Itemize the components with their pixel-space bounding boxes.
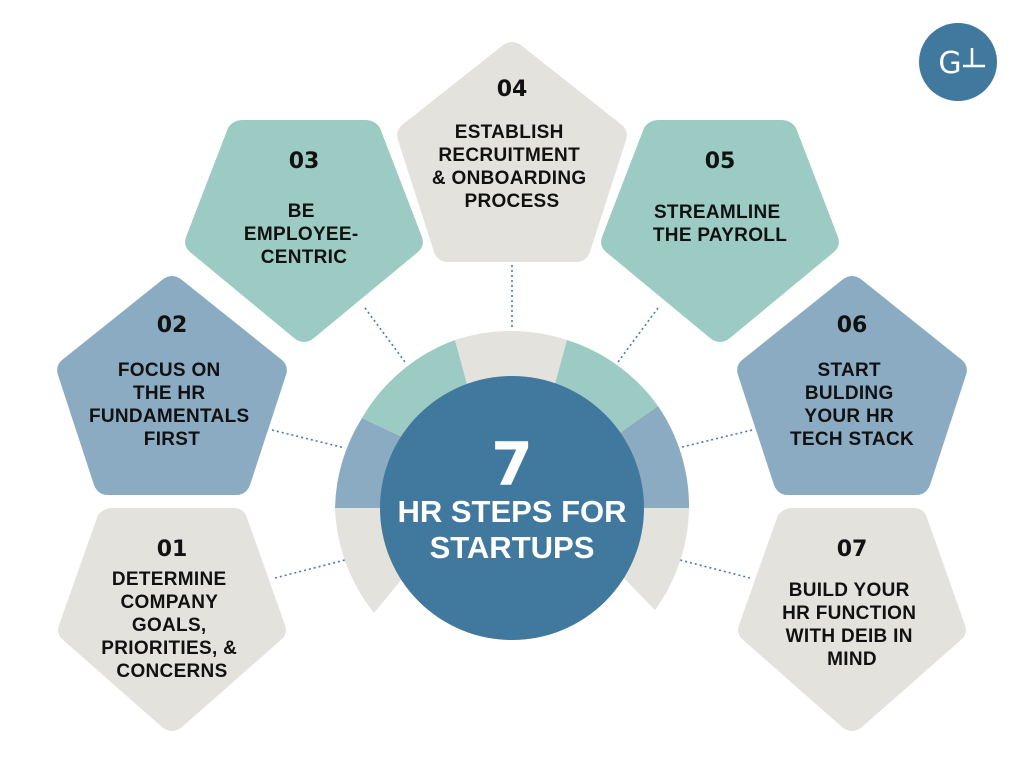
step-06-line: TECH STACK (790, 429, 914, 450)
step-05-number: 05 (705, 149, 736, 174)
step-06: 06 START BULDING YOUR HR TECH STACK (737, 276, 967, 495)
step-01-line: DETERMINE (112, 569, 227, 590)
step-02-pentagon (57, 276, 287, 495)
step-07-line: WITH DEIB IN (786, 626, 913, 647)
logo-circle (919, 23, 997, 101)
connector-03 (364, 307, 406, 363)
connector-02 (271, 429, 346, 449)
step-07-number: 07 (837, 537, 868, 562)
step-01-line: CONCERNS (116, 661, 227, 682)
step-01-text: DETERMINE COMPANY GOALS, PRIORITIES, & C… (101, 569, 242, 682)
step-06-line: YOUR HR (804, 406, 894, 427)
step-05-line: THE PAYROLL (653, 225, 787, 246)
step-02-line: FOCUS ON (118, 360, 221, 381)
step-02: 02 FOCUS ON THE HR FUNDAMENTALS FIRST (57, 276, 287, 495)
step-02-line: FUNDAMENTALS (89, 406, 250, 427)
center-number: 7 (491, 430, 533, 500)
step-02-line: FIRST (144, 429, 200, 450)
step-04-number: 04 (497, 77, 528, 102)
step-01-line: GOALS, (132, 615, 207, 636)
step-04: 04 ESTABLISH RECRUITMENT & ONBOARDING PR… (397, 42, 627, 262)
step-04-pentagon (397, 42, 627, 262)
step-01-pentagon (58, 508, 286, 731)
connector-06 (677, 429, 753, 449)
step-03-text: BE EMPLOYEE- CENTRIC (244, 201, 364, 268)
center-hub: 7 HR STEPS FOR STARTUPS (380, 376, 644, 640)
step-06-text: START BULDING YOUR HR TECH STACK (790, 360, 914, 450)
step-01: 01 DETERMINE COMPANY GOALS, PRIORITIES, … (58, 508, 286, 731)
logo-letter: G (938, 46, 961, 81)
connector-07 (679, 559, 751, 579)
step-05-text: STREAMLINE THE PAYROLL (653, 202, 787, 246)
step-03: 03 BE EMPLOYEE- CENTRIC (185, 120, 423, 342)
step-07: 07 BUILD YOUR HR FUNCTION WITH DEIB IN M… (738, 508, 966, 731)
step-05: 05 STREAMLINE THE PAYROLL (601, 120, 839, 342)
step-03-line: EMPLOYEE- (244, 224, 359, 245)
step-02-text: FOCUS ON THE HR FUNDAMENTALS FIRST (89, 360, 255, 450)
center-circle (380, 376, 644, 640)
step-06-number: 06 (837, 313, 868, 338)
step-07-line: BUILD YOUR (789, 580, 910, 601)
step-04-line: RECRUITMENT (438, 145, 580, 166)
step-03-number: 03 (289, 149, 320, 174)
step-04-line: ESTABLISH (455, 122, 564, 143)
step-06-line: BULDING (805, 383, 894, 404)
step-02-number: 02 (157, 313, 188, 338)
step-03-pentagon (185, 120, 423, 342)
step-05-pentagon (601, 120, 839, 342)
gl-logo-icon: G (919, 23, 997, 101)
step-04-text: ESTABLISH RECRUITMENT & ONBOARDING PROCE… (432, 122, 592, 212)
step-04-line: & ONBOARDING (432, 168, 587, 189)
step-03-line: BE (288, 201, 315, 222)
step-06-line: START (817, 360, 881, 381)
ring-segment-03 (362, 340, 472, 445)
step-04-line: PROCESS (464, 191, 559, 212)
step-03-line: CENTRIC (261, 247, 348, 268)
step-07-line: HR FUNCTION (782, 603, 916, 624)
connector-05 (617, 307, 659, 363)
step-07-pentagon (738, 508, 966, 731)
connectors (271, 265, 753, 579)
center-title-line-1: HR STEPS FOR (397, 494, 626, 529)
step-01-line: COMPANY (120, 592, 218, 613)
step-07-text: BUILD YOUR HR FUNCTION WITH DEIB IN MIND (782, 580, 922, 670)
step-01-number: 01 (157, 537, 188, 562)
step-01-line: PRIORITIES, & (101, 638, 237, 659)
ring-segment-05 (550, 340, 658, 440)
connector-01 (274, 559, 346, 579)
step-06-pentagon (737, 276, 967, 495)
step-05-line: STREAMLINE (654, 202, 781, 223)
center-title-line-2: STARTUPS (430, 530, 595, 565)
step-07-line: MIND (827, 649, 877, 670)
step-02-line: THE HR (133, 383, 206, 404)
